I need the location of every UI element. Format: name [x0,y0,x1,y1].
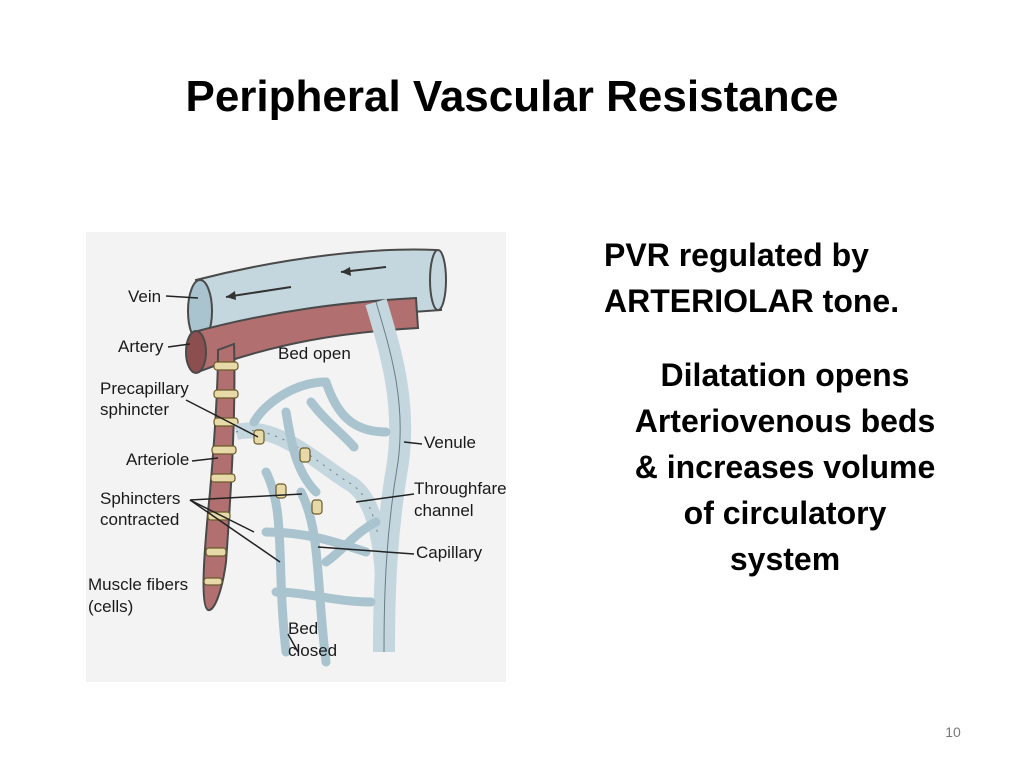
artery-tube [192,296,420,374]
venule-outline [375,301,401,653]
vein-flow-arrow [225,286,292,298]
label-contracted: contracted [100,510,179,529]
vein-end [429,249,447,311]
label-bed-open: Bed open [278,344,351,363]
capillary-network [249,377,391,667]
bullet-pvr-line-2: ARTERIOLAR tone. [604,283,900,319]
label-capillary: Capillary [416,543,483,562]
label-channel: channel [414,501,474,520]
slide-number: 10 [945,724,961,740]
muscle-fibers [203,361,239,586]
bullet-dilatation: Dilatation opens Arteriovenous beds & in… [580,352,990,582]
slide-title: Peripheral Vascular Resistance [185,72,839,121]
bullet-pvr: PVR regulated by ARTERIOLAR tone. [580,232,990,324]
vein-flow-arrow-head [341,267,351,276]
vascular-bed-diagram: Vein Artery Bed open Precapillary sphinc… [88,248,506,667]
bullet-list: PVR regulated by ARTERIOLAR tone. Dilata… [580,232,990,610]
label-sphincters: Sphincters [100,489,180,508]
artery-opening [185,330,207,374]
bullet-dilatation-line-5: system [729,541,841,577]
label-bed: Bed [288,619,318,638]
label-muscle-fibers: Muscle fibers [88,575,188,594]
leader-lines [165,295,423,653]
label-venule: Venule [424,433,476,452]
label-cells: (cells) [88,597,133,616]
label-artery: Artery [118,337,164,356]
venule-vessel [365,298,412,653]
vein-flow-arrow-head [226,291,236,300]
label-arteriole: Arteriole [126,450,189,469]
bullet-pvr-line-1: PVR regulated by [604,237,869,273]
bullet-dilatation-line-4: of circulatory [683,495,887,531]
label-throughfare: Throughfare [414,479,506,498]
label-sphincter: sphincter [100,400,169,419]
bullet-dilatation-line-2: Arteriovenous beds [634,403,936,439]
label-closed: closed [288,641,337,660]
vascular-bed-figure: Vein Artery Bed open Precapillary sphinc… [86,232,506,682]
label-precapillary: Precapillary [100,379,189,398]
bullet-dilatation-line-3: & increases volume [634,449,936,485]
label-vein: Vein [128,287,161,306]
bullet-dilatation-line-1: Dilatation opens [660,357,910,393]
